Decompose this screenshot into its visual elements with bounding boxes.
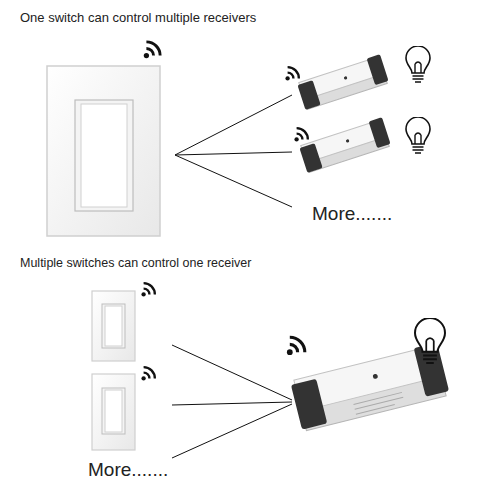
wifi-icon bbox=[141, 367, 154, 380]
wifi-icon bbox=[294, 128, 307, 141]
signal-lines bbox=[172, 345, 292, 458]
section-heading: One switch can control multiple receiver… bbox=[20, 10, 256, 25]
bulb-icon bbox=[415, 318, 445, 363]
receiver bbox=[298, 117, 391, 173]
wall-switch bbox=[47, 66, 160, 236]
wall-switch bbox=[92, 374, 135, 450]
wall-switch bbox=[92, 291, 135, 361]
wifi-icon bbox=[141, 283, 154, 296]
more-note: More....... bbox=[312, 203, 392, 225]
receiver bbox=[296, 54, 389, 110]
section-heading: Multiple switches can control one receiv… bbox=[20, 256, 251, 270]
bulb-icon bbox=[406, 46, 430, 82]
bulb-icon bbox=[406, 117, 430, 153]
wifi-icon bbox=[144, 42, 160, 58]
wifi-icon bbox=[287, 337, 305, 355]
more-note: More....... bbox=[88, 459, 168, 481]
wifi-icon bbox=[285, 67, 298, 80]
signal-lines bbox=[175, 95, 292, 207]
